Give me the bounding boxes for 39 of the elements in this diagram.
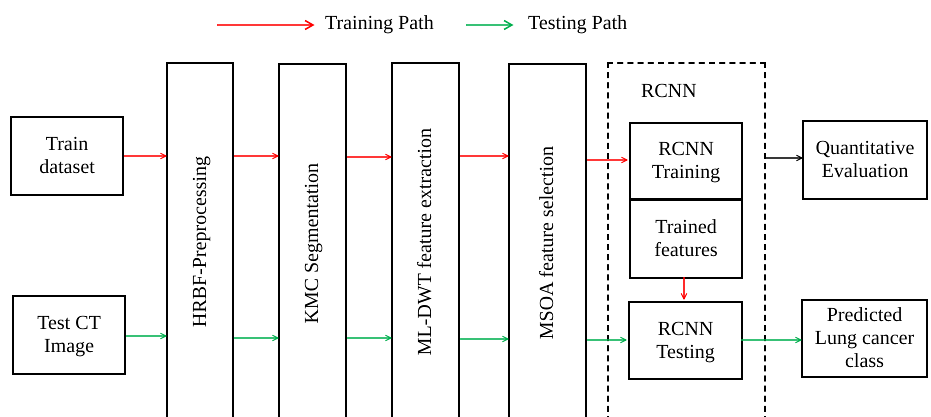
process-box bbox=[10, 116, 124, 196]
process-box bbox=[278, 63, 347, 417]
arrow bbox=[234, 334, 279, 342]
arrow bbox=[460, 152, 509, 160]
group-title: RCNN bbox=[641, 80, 697, 103]
process-box bbox=[391, 62, 460, 417]
arrow bbox=[587, 336, 627, 344]
node-label: Test CT Image bbox=[36, 312, 102, 358]
legend-label: Testing Path bbox=[528, 12, 628, 35]
arrow bbox=[460, 336, 509, 342]
dashed-group-box bbox=[607, 62, 766, 417]
node-label: HRBF-Preprocessing bbox=[188, 156, 212, 328]
process-box bbox=[629, 122, 743, 200]
arrow bbox=[680, 277, 688, 300]
node-label: Train dataset bbox=[38, 133, 96, 179]
node-label: MSOA feature selection bbox=[536, 146, 559, 340]
process-box bbox=[629, 199, 743, 279]
process-box bbox=[508, 63, 587, 417]
node-label: ML-DWT feature extraction bbox=[414, 128, 437, 356]
process-box bbox=[801, 299, 928, 378]
node-label: Trained features bbox=[653, 216, 719, 262]
node-label: RCNN Training bbox=[650, 138, 722, 184]
node-label: RCNN Testing bbox=[655, 318, 716, 364]
arrow bbox=[741, 336, 802, 344]
process-box bbox=[166, 62, 234, 417]
process-box bbox=[802, 120, 928, 200]
arrow bbox=[347, 154, 392, 160]
arrow bbox=[347, 334, 392, 342]
arrow bbox=[587, 156, 628, 164]
arrow bbox=[126, 332, 167, 340]
legend-label: Training Path bbox=[325, 12, 434, 35]
node-label: KMC Segmentation bbox=[301, 162, 324, 324]
arrow bbox=[766, 154, 803, 162]
arrow bbox=[234, 152, 279, 160]
arrow bbox=[124, 152, 167, 160]
node-label: Quantitative Evaluation bbox=[814, 137, 916, 183]
process-box bbox=[628, 301, 743, 380]
process-box bbox=[12, 295, 126, 375]
node-label: Predicted Lung cancer class bbox=[814, 304, 916, 373]
